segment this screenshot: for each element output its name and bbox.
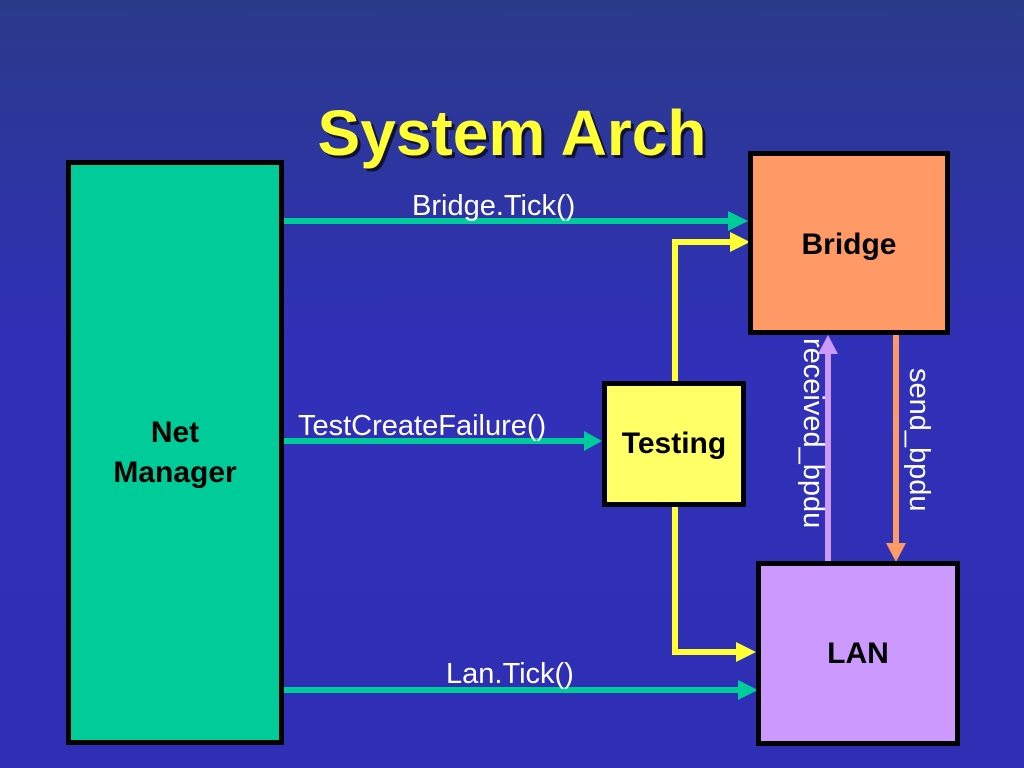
- lan-label: LAN: [827, 636, 889, 670]
- net-manager-box: Net Manager: [66, 160, 284, 745]
- bridge-tick-label: Bridge.Tick(): [412, 190, 576, 222]
- send-bpdu-label: send_bpdu: [903, 368, 935, 512]
- lan-tick-arrow: [284, 680, 758, 700]
- net-manager-label: Net Manager: [113, 415, 237, 489]
- received-bpdu-arrow: [818, 335, 838, 561]
- testing-to-lan-arrow: [672, 507, 756, 662]
- test-create-failure-arrow: [284, 431, 602, 451]
- lan-tick-label: Lan.Tick(): [446, 658, 574, 690]
- testing-box: Testing: [602, 381, 746, 507]
- bridge-box: Bridge: [748, 151, 950, 335]
- bridge-tick-arrow: [284, 211, 748, 231]
- bridge-label: Bridge: [801, 228, 897, 261]
- testing-label: Testing: [621, 427, 727, 460]
- test-create-failure-label: TestCreateFailure(): [298, 410, 547, 442]
- send-bpdu-arrow: [886, 335, 906, 562]
- testing-to-bridge-arrow: [672, 232, 750, 381]
- slide-title: System Arch: [317, 97, 707, 169]
- lan-box: LAN: [756, 561, 960, 746]
- received-bpdu-label: received_bpdu: [797, 338, 829, 529]
